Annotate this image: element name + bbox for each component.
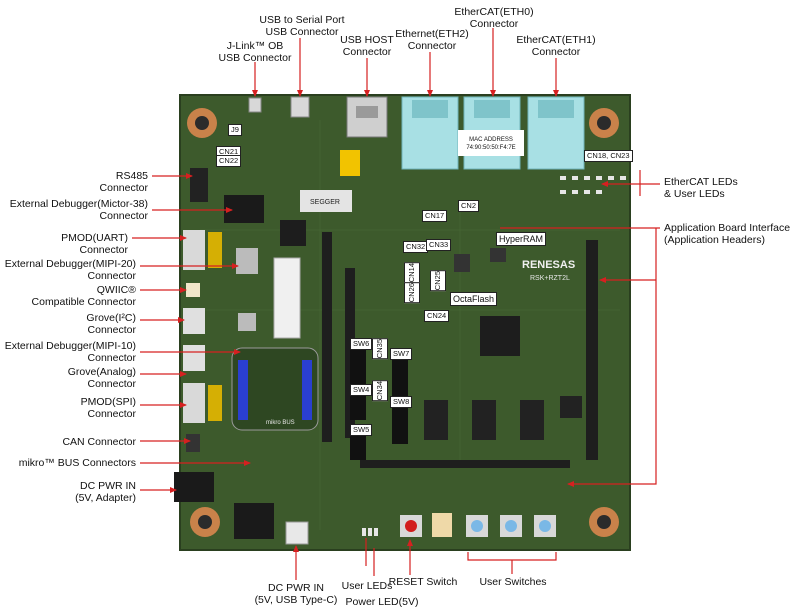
usb-c-connector [285, 521, 309, 545]
memory-chip-2 [472, 400, 496, 440]
sw6-tag: SW6 [350, 338, 373, 350]
jlink-usb-connector [248, 97, 262, 113]
label-pmod-uart: PMOD(UART) Connector [61, 232, 128, 256]
segger-silkscreen: SEGGER [310, 199, 340, 206]
mounting-hole-br [589, 507, 619, 537]
brand-silkscreen: RENESAS [522, 259, 575, 271]
cn25-tag: CN25 [430, 270, 446, 292]
mounting-hole-tl [187, 108, 217, 138]
label-qwiic: QWIIC® Compatible Connector [31, 284, 136, 308]
memory-chip-3 [520, 400, 544, 440]
main-mcu [480, 316, 520, 356]
mac-address-text: MAC ADDRESS 74:90:50:50:F4:7E [466, 137, 516, 151]
small-ic [560, 396, 582, 418]
label-reset-switch: RESET Switch [388, 576, 458, 588]
label-app-interface: Application Board Interface (Application… [664, 222, 791, 246]
cn35-tag: CN35 [372, 338, 388, 360]
hyperram-tag: HyperRAM [496, 232, 547, 246]
rs485-header [190, 168, 208, 202]
sw6-dip [350, 350, 366, 388]
octaflash-chip [454, 254, 470, 272]
cn18-23-tag: CN18, CN23 [584, 150, 633, 162]
cn14-tag: CN14 [404, 262, 420, 284]
mikrobus-left-header [238, 360, 248, 420]
label-pmod-spi: PMOD(SPI) Connector [80, 396, 136, 420]
ethercat-led-row [560, 176, 626, 194]
mikrobus-silkscreen: mikro BUS [266, 420, 295, 426]
model-silkscreen: RSK+RZT2L [530, 275, 570, 282]
cn22-tag: CN22 [216, 155, 242, 167]
label-dc-adapter: DC PWR IN (5V, Adapter) [75, 480, 136, 504]
app-header-left [322, 232, 332, 442]
label-mipi10: External Debugger(MIPI-10) Connector [4, 340, 136, 364]
label-ethercat-leds: EtherCAT LEDs & User LEDs [664, 176, 738, 200]
cn33-tag: CN33 [426, 239, 452, 251]
sw4-tag: SW4 [350, 384, 373, 396]
mictor-connector [224, 195, 264, 223]
grove-analog-connector [183, 345, 205, 371]
label-grove-i2c: Grove(I²C) Connector [86, 312, 136, 336]
pmod-spi-connector [183, 383, 205, 423]
label-usb-serial: USB to Serial Port USB Connector [259, 14, 345, 38]
leader-lines [132, 28, 660, 580]
label-dc-usbc: DC PWR IN (5V, USB Type-C) [254, 582, 338, 606]
label-eth1: EtherCAT(ETH1) Connector [516, 34, 596, 58]
sw7-tag: SW7 [390, 348, 413, 360]
cn24-tag: CN24 [424, 310, 450, 322]
label-mikrobus: mikro™ BUS Connectors [18, 457, 136, 469]
octaflash-tag: OctaFlash [450, 292, 498, 306]
sw5-dip [350, 432, 366, 460]
label-can: CAN Connector [62, 436, 136, 448]
cn17-tag: CN17 [422, 210, 448, 222]
arrow-heads [170, 90, 608, 552]
label-user-switches: User Switches [479, 576, 547, 588]
j9-tag: J9 [228, 124, 242, 136]
label-mipi20: External Debugger(MIPI-20) Connector [4, 258, 136, 282]
app-header-bottom [360, 460, 570, 468]
usb-serial-connector [290, 96, 310, 118]
cn32-tag: CN32 [403, 241, 429, 253]
switch-beige [432, 513, 452, 537]
label-eth2: Ethernet(ETH2) Connector [395, 28, 469, 52]
label-usb-host: USB HOST Connector [340, 34, 394, 58]
debug-mcu [280, 220, 306, 246]
label-eth0: EtherCAT(ETH0) Connector [454, 6, 534, 30]
label-jlink: J-Link™ OB USB Connector [218, 40, 292, 64]
label-rs485: RS485 Connector [99, 170, 148, 194]
sw7-dip [392, 358, 408, 398]
board-connector [273, 257, 301, 339]
cn26-tag: CN26 [404, 282, 420, 304]
label-power-led: Power LED(5V) [345, 596, 419, 608]
sw5-tag: SW5 [350, 424, 373, 436]
mounting-hole-bl [190, 507, 220, 537]
sw8-tag: SW8 [390, 396, 413, 408]
qwiic-connector [186, 283, 200, 297]
mac-address-sticker [458, 130, 524, 156]
hyperram-chip [490, 248, 506, 262]
cn34-tag: CN34 [372, 380, 388, 402]
sw8-dip [392, 404, 408, 444]
can-connector [186, 434, 200, 452]
mikrobus-area [231, 347, 319, 431]
crystal [340, 150, 360, 176]
mipi20-connector [236, 248, 258, 274]
power-switch [234, 503, 274, 539]
pmod-uart-connector [183, 230, 205, 270]
mikrobus-right-header [302, 360, 312, 420]
label-user-leds: User LEDs [341, 580, 393, 592]
memory-chip-1 [424, 400, 448, 440]
segger-label-plate [300, 190, 352, 212]
mipi10-connector [238, 313, 256, 331]
label-grove-analog: Grove(Analog) Connector [67, 366, 136, 390]
label-mictor: External Debugger(Mictor-38) Connector [9, 198, 148, 222]
dc-barrel-jack [174, 472, 214, 502]
user-led-row [362, 528, 378, 536]
sw4-dip [350, 392, 366, 420]
mounting-hole-tr [589, 108, 619, 138]
cn2-tag: CN2 [458, 200, 480, 212]
grove-i2c-connector [183, 308, 205, 334]
app-header-right [586, 240, 598, 460]
